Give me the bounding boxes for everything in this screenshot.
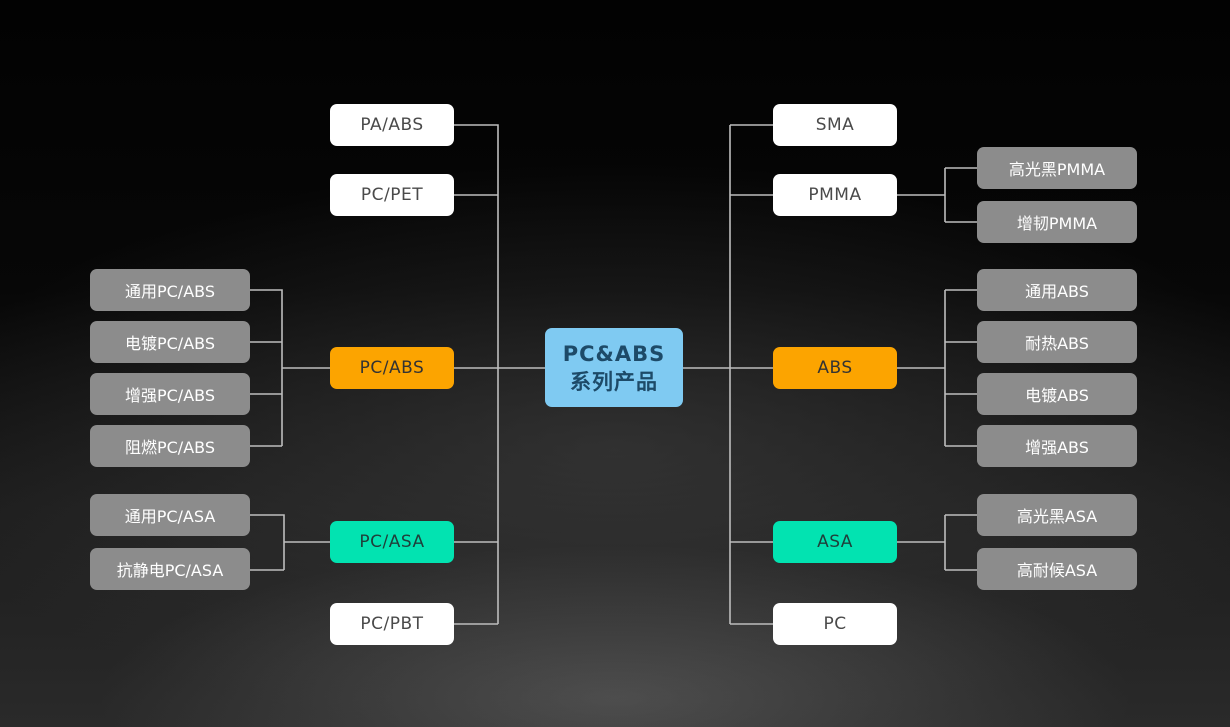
node-asa-weather-resistant: 高耐候ASA — [977, 548, 1137, 590]
connector-right-trunk — [729, 124, 773, 625]
node-pmma-glossy-black: 高光黑PMMA — [977, 147, 1137, 189]
node-pc-abs-flame-retardant: 阻燃PC/ABS — [90, 425, 250, 467]
node-asa: ASA — [773, 521, 897, 563]
center-line-1: PC&ABS — [562, 341, 666, 366]
node-abs-plating: 电镀ABS — [977, 373, 1137, 415]
node-pc: PC — [773, 603, 897, 645]
node-abs: ABS — [773, 347, 897, 389]
connector-pcasa-children — [250, 514, 330, 571]
node-pc-asa-antistatic: 抗静电PC/ASA — [90, 548, 250, 590]
node-pc-asa-general: 通用PC/ASA — [90, 494, 250, 536]
node-pc-abs-reinforced: 增强PC/ABS — [90, 373, 250, 415]
node-pmma: PMMA — [773, 174, 897, 216]
node-asa-glossy-black: 高光黑ASA — [977, 494, 1137, 536]
connector-left-trunk — [454, 124, 499, 625]
connector-pmma-children — [897, 167, 977, 223]
node-abs-general: 通用ABS — [977, 269, 1137, 311]
node-pc-asa: PC/ASA — [330, 521, 454, 563]
node-sma: SMA — [773, 104, 897, 146]
node-abs-reinforced: 增强ABS — [977, 425, 1137, 467]
node-pc-abs-general: 通用PC/ABS — [90, 269, 250, 311]
center-node: PC&ABS 系列产品 — [545, 328, 683, 407]
node-pmma-toughened: 增韧PMMA — [977, 201, 1137, 243]
center-line-2: 系列产品 — [570, 369, 658, 394]
connector-pcabs-children — [250, 289, 330, 447]
node-pc-pet: PC/PET — [330, 174, 454, 216]
node-pc-pbt: PC/PBT — [330, 603, 454, 645]
node-abs-heat-resistant: 耐热ABS — [977, 321, 1137, 363]
node-pc-abs-plating: 电镀PC/ABS — [90, 321, 250, 363]
connector-asa-children — [897, 514, 977, 571]
node-pa-abs: PA/ABS — [330, 104, 454, 146]
node-pc-abs: PC/ABS — [330, 347, 454, 389]
connector-abs-children — [897, 289, 977, 447]
